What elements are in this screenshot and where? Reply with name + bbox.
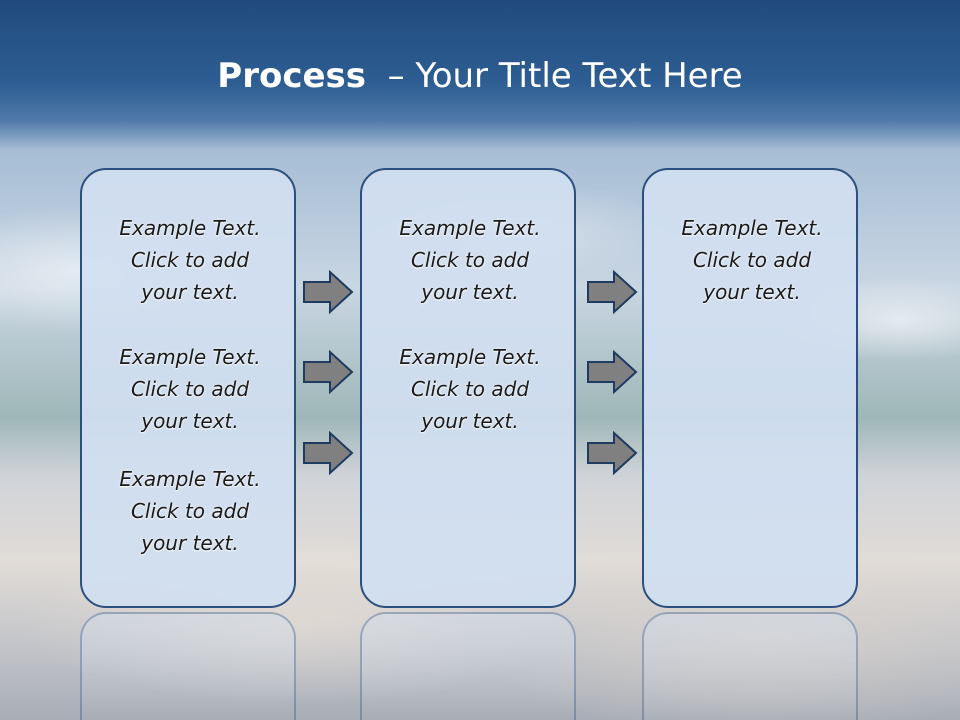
text-line: Click to add: [692, 248, 812, 272]
arrow-right-icon: [303, 350, 354, 394]
text-line: Example Text.: [119, 216, 261, 240]
text-line: Example Text.: [399, 345, 541, 369]
process-box-1[interactable]: Example Text. Click to add your text. Ex…: [80, 168, 296, 608]
text-line: Click to add: [130, 499, 250, 523]
box-2-reflection: [360, 612, 576, 720]
text-block[interactable]: Example Text. Click to add your text.: [362, 341, 578, 437]
text-line: Example Text.: [399, 216, 541, 240]
text-line: Example Text.: [119, 467, 261, 491]
text-line: Click to add: [130, 377, 250, 401]
title-rest-text: – Your Title Text Here: [387, 56, 743, 96]
text-line: Example Text.: [681, 216, 823, 240]
text-block[interactable]: Example Text. Click to add your text.: [82, 341, 298, 437]
box-1-reflection: [80, 612, 296, 720]
text-line: your text.: [421, 280, 519, 304]
text-line: Click to add: [410, 248, 530, 272]
text-line: your text.: [421, 409, 519, 433]
arrow-right-icon: [303, 270, 354, 314]
text-block[interactable]: Example Text. Click to add your text.: [82, 463, 298, 559]
title-bold-text: Process: [217, 56, 367, 96]
text-line: your text.: [141, 280, 239, 304]
arrow-right-icon: [587, 270, 638, 314]
slide-title[interactable]: Process – Your Title Text Here: [0, 52, 960, 100]
text-block[interactable]: Example Text. Click to add your text.: [362, 212, 578, 308]
text-block[interactable]: Example Text. Click to add your text.: [82, 212, 298, 308]
text-line: Click to add: [130, 248, 250, 272]
arrow-right-icon: [587, 431, 638, 475]
arrow-right-icon: [587, 350, 638, 394]
box-3-reflection: [642, 612, 858, 720]
arrow-right-icon: [303, 431, 354, 475]
text-line: your text.: [703, 280, 801, 304]
text-line: Example Text.: [119, 345, 261, 369]
header-band: [0, 0, 960, 150]
text-line: your text.: [141, 409, 239, 433]
text-line: Click to add: [410, 377, 530, 401]
process-box-2[interactable]: Example Text. Click to add your text. Ex…: [360, 168, 576, 608]
text-block[interactable]: Example Text. Click to add your text.: [644, 212, 860, 308]
process-box-3[interactable]: Example Text. Click to add your text.: [642, 168, 858, 608]
text-line: your text.: [141, 531, 239, 555]
